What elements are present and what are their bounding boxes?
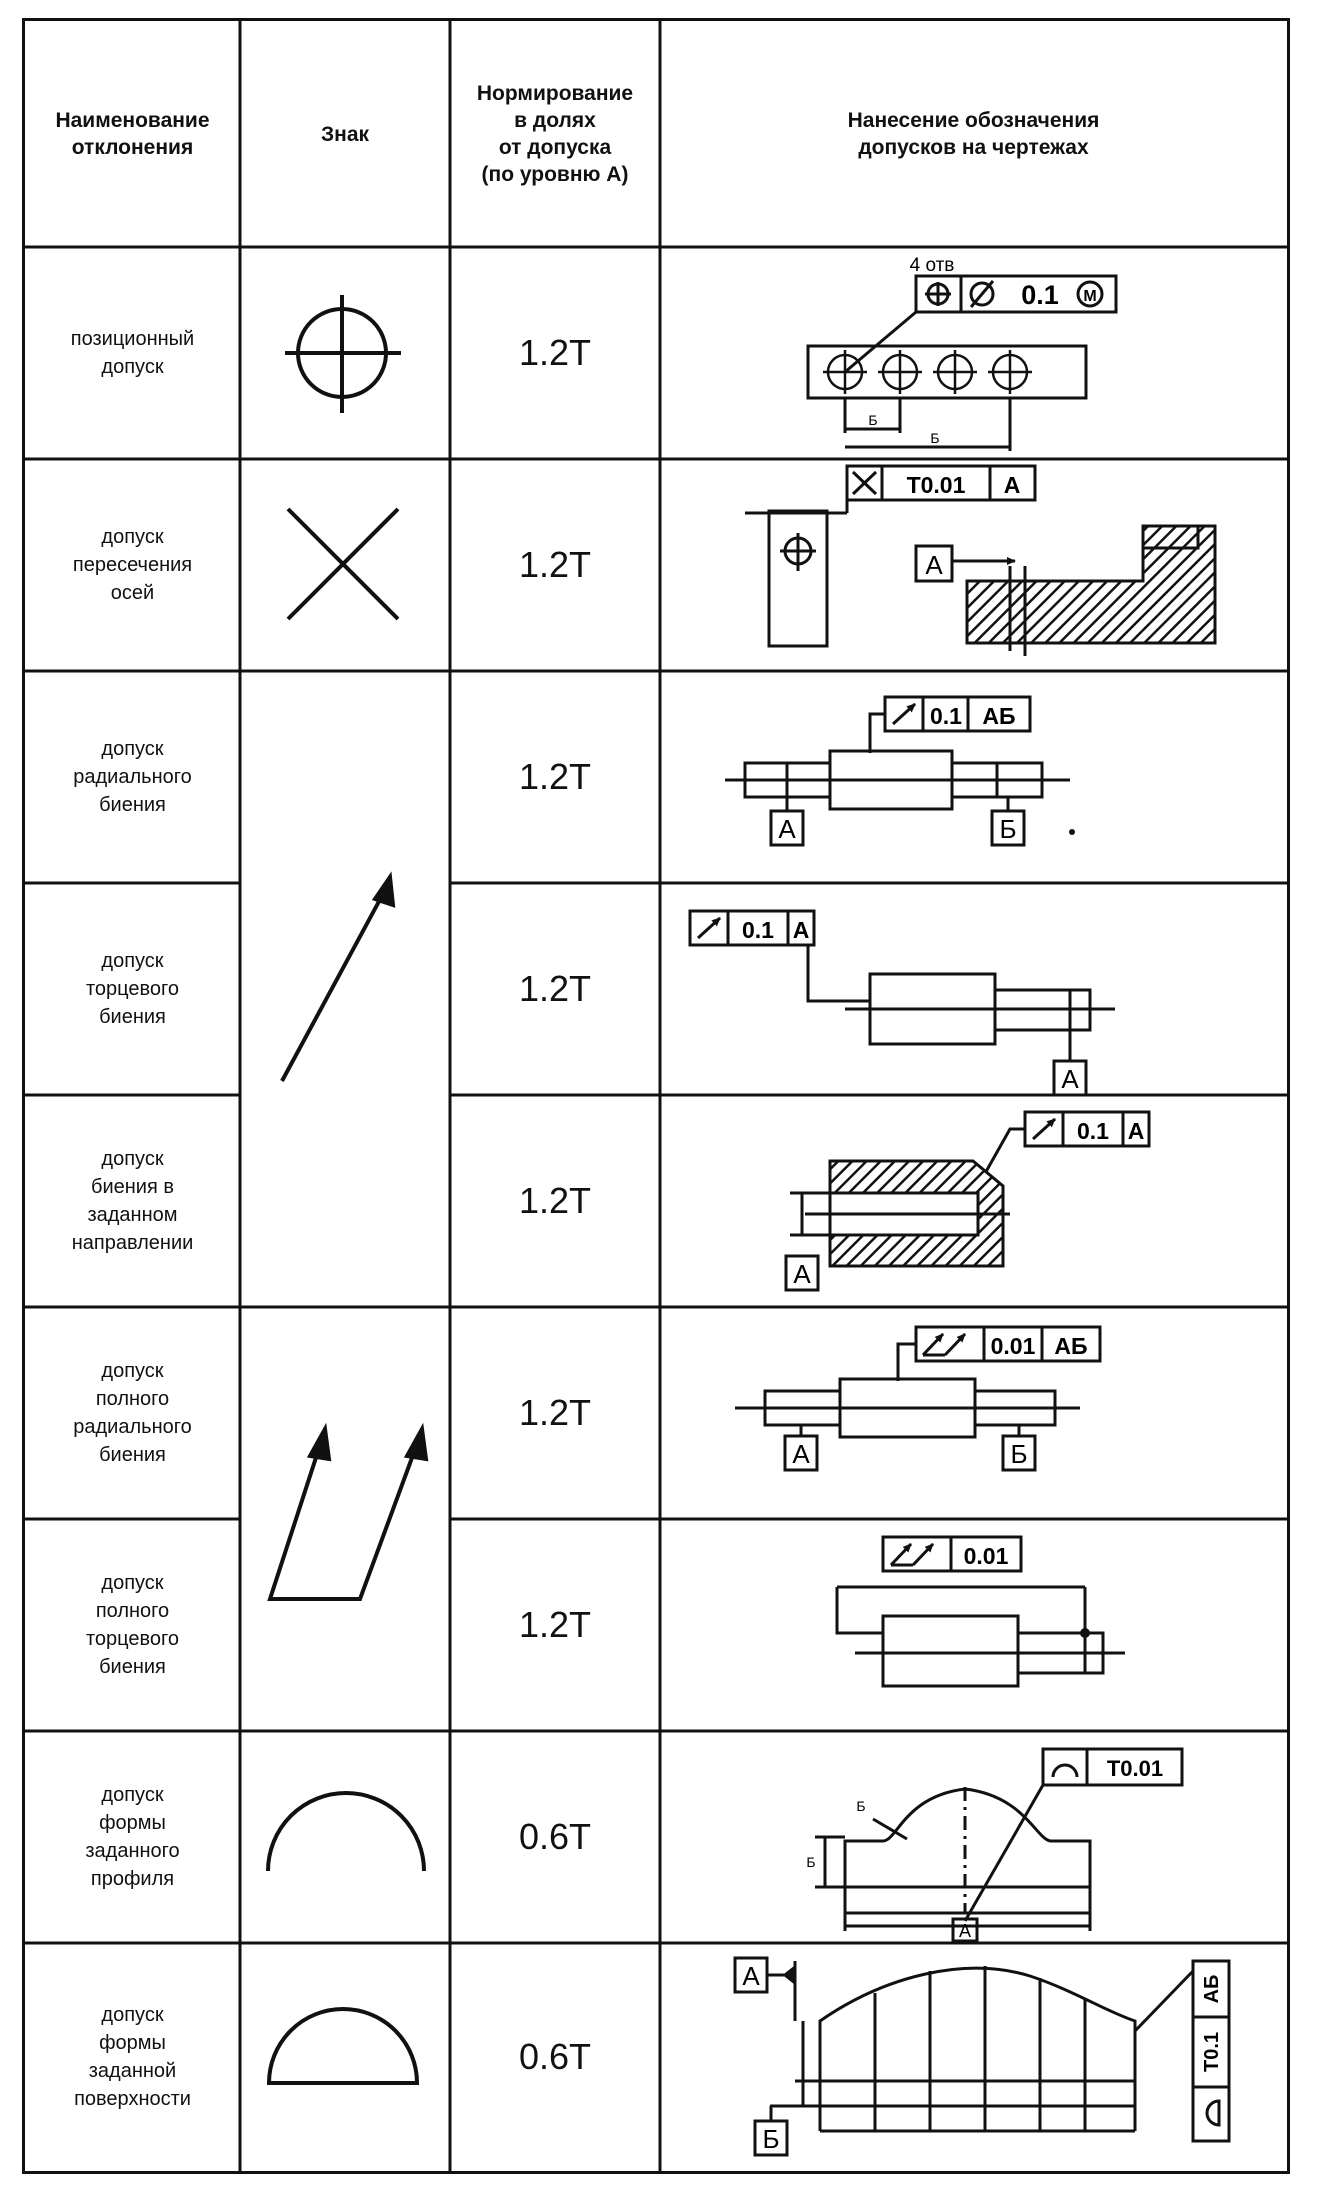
intersection-icon [286,507,400,621]
full-rad-base-b: Б [1010,1439,1027,1469]
row-norm-face-runout: 1.2T [518,968,592,1009]
pos-dim2: Б [930,430,939,446]
header-name: Наименование отклонения [55,109,210,159]
row-name-full-face-runout: допуск полного торцевого биения [85,1572,180,1678]
dir-value: 0.1 [1077,1118,1109,1144]
drawing-direction-runout [784,1110,1151,1292]
pos-holes-label: 4 отв [910,255,955,276]
surface-semicircle-icon [266,2007,420,2085]
dir-base-label: А [793,1259,811,1289]
rad-base-a: А [778,814,796,844]
header-sign: Знак [320,122,370,146]
drawing-surface-form [733,1956,1231,2157]
full-face-value: 0.01 [964,1543,1009,1569]
row-name-profile-form: допуск формы заданного профиля [85,1784,180,1890]
header-norm: Нормирование в долях от допуска (по уров… [476,82,634,186]
rad-base-b: Б [999,814,1016,844]
row-norm-direction-runout: 1.2T [518,1180,592,1221]
full-rad-value: 0.01 [991,1333,1036,1359]
face-value: 0.1 [742,917,774,943]
row-norm-full-face-runout: 1.2T [518,1604,592,1645]
full-runout-icon [267,1422,429,1601]
row-norm-surface-form: 0.6T [518,2036,592,2077]
surf-base-a: А [742,1961,760,1991]
dir-base: А [1128,1118,1145,1144]
profile-arc-icon [266,1791,426,1872]
row-norm-axis-intersection: 1.2T [518,544,592,585]
row-name-axis-intersection: допуск пересечения осей [72,526,193,604]
table-graphics: 4 отв 0.1 M Б Б T0.01 А А [25,21,1287,2171]
drawing-face-runout [688,909,1115,1097]
full-rad-base-a: А [792,1439,810,1469]
full-rad-bases: АБ [1054,1333,1087,1359]
row-norm-full-radial-runout: 1.2T [518,1392,592,1433]
row-norm-radial-runout: 1.2T [518,756,592,797]
row-name-face-runout: допуск торцевого биения [85,950,180,1028]
row-name-radial-runout: допуск радиального биения [73,738,192,816]
drawing-full-radial-runout [735,1325,1102,1472]
pos-mod: M [1083,288,1096,305]
profile-base: А [959,1921,971,1941]
axis-value: T0.01 [907,472,966,498]
drawing-axis-intersection [745,464,1217,656]
surf-value: T0.1 [1201,2032,1223,2072]
axis-base-label: А [925,550,943,580]
tolerance-table: Наименование отклонения Знак Нормировани… [22,18,1290,2174]
row-norm-profile-form: 0.6T [518,1816,592,1857]
header-drawing: Нанесение обозначения допусков на чертеж… [847,109,1100,159]
pos-dim1: Б [868,412,877,428]
row-name-surface-form: допуск формы заданной поверхности [74,2004,191,2110]
drawing-profile-form [815,1747,1184,1943]
drawing-full-face-runout [835,1535,1125,1688]
rad-value: 0.1 [930,703,962,729]
position-icon [285,295,401,413]
rad-bases: АБ [982,703,1015,729]
runout-arrow-icon [280,871,396,1082]
row-name-full-radial-runout: допуск полного радиального биения [73,1360,192,1466]
drawing-radial-runout [725,695,1070,847]
profile-dim2: Б [806,1854,815,1870]
row-name-direction-runout: допуск биения в заданном направлении [71,1148,194,1254]
surf-base-b: Б [762,2124,779,2154]
grid-lines [25,21,1287,2171]
axis-base: А [1004,472,1021,498]
row-name-positional: позиционный допуск [70,328,195,378]
pos-value: 0.1 [1021,280,1059,310]
face-base-label: А [1061,1064,1079,1094]
row-norm-positional: 1.2T [518,332,592,373]
profile-dim1: Б [856,1798,865,1814]
drawing-positional [806,274,1118,451]
face-base: А [793,917,810,943]
profile-value: T0.01 [1107,1756,1163,1781]
surf-bases: АБ [1201,1975,1223,2004]
